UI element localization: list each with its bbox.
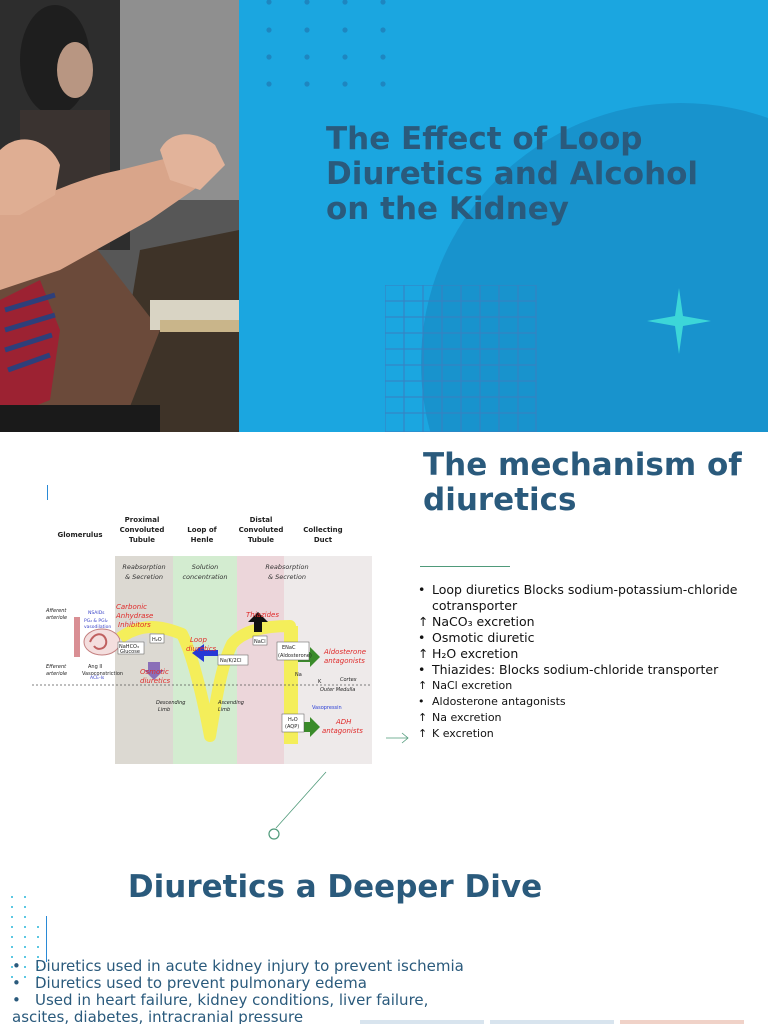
list-item: •Osmotic diuretic [418, 630, 535, 645]
classroom-photo [0, 0, 239, 432]
label-nacl: NaCl [254, 639, 266, 645]
connector-decoration [268, 771, 327, 840]
accent-bar [46, 916, 47, 962]
title-slide: The Effect of Loop Diuretics and Alcohol… [0, 0, 768, 432]
label-acei: ACE-Is [90, 675, 105, 681]
label-medulla: Outer Medulla [320, 687, 355, 693]
grid-lines-decoration [385, 285, 537, 432]
list-item: ↑NaCO₃ excretion [418, 614, 535, 629]
list-item: •Thiazides: Blocks sodium-chloride trans… [418, 662, 719, 677]
list-item: ↑Na excretion [418, 711, 502, 724]
list-item: •Loop diuretics Blocks sodium-potassium-… [418, 582, 738, 613]
label-nahco3: NaHCO₃ [119, 644, 139, 650]
list-item: •Used in heart failure, kidney condition… [12, 991, 429, 1009]
header-glomerulus: Glomerulus [58, 531, 103, 539]
zone-label-reabsorption-1: Reabsorption& Secretion [122, 563, 165, 581]
loop-arrow [192, 644, 218, 662]
svg-text:H₂O: H₂O [288, 717, 298, 723]
osmotic-arrow [144, 662, 164, 680]
mechanism-title: The mechanism of diuretics [423, 447, 742, 518]
arrow-decoration [386, 732, 409, 744]
sparkle-icon [647, 288, 711, 354]
tubule-path [116, 620, 298, 742]
dot-grid-decoration [266, 0, 386, 87]
thumbnail-strip [620, 1020, 744, 1024]
label-nak2cl: Na/K/2Cl [220, 658, 242, 664]
label-aqp: (AQP) [285, 724, 299, 730]
label-cortex: Cortex [340, 677, 357, 683]
thiazide-arrow [248, 612, 268, 632]
mechanism-bullet-list: •Loop diuretics Blocks sodium-potassium-… [418, 582, 763, 742]
label-na: Na [295, 672, 302, 678]
list-item: ↑K excretion [418, 727, 494, 740]
thumbnail-strip [490, 1020, 614, 1024]
afferent-arteriole [74, 617, 80, 657]
list-item: ↑H₂O excretion [418, 646, 519, 661]
glomerulus-capsule [83, 628, 121, 656]
accent-bar [47, 485, 48, 500]
svg-text:(Aldosterone): (Aldosterone) [278, 653, 312, 659]
deeper-dive-title-text: Diuretics a Deeper Dive [127, 869, 543, 905]
title-underline [420, 566, 510, 567]
deeper-dive-title: Diuretics a Deeper Dive [120, 870, 550, 905]
svg-text:Glucose: Glucose [120, 649, 140, 655]
label-nsaids: NSAIDs [88, 610, 105, 616]
zone-proximal [115, 556, 173, 764]
list-item: ascites, diabetes, intracranial pressure [12, 1008, 304, 1024]
label-thiazides: Thiazides [246, 611, 279, 619]
list-item: •Diuretics used in acute kidney injury t… [12, 957, 464, 975]
title-panel: The Effect of Loop Diuretics and Alcohol… [239, 0, 768, 432]
deeper-dive-bullet-list: •Diuretics used in acute kidney injury t… [12, 958, 572, 1024]
label-h2o: H₂O [152, 637, 162, 643]
list-item: •Diuretics used to prevent pulmonary ede… [12, 974, 367, 992]
list-item: •Aldosterone antagonists [418, 695, 566, 708]
presentation-title: The Effect of Loop Diuretics and Alcohol… [326, 121, 699, 227]
dot-column-decoration [11, 896, 39, 978]
classroom-photo-illustration [0, 0, 239, 432]
label-enac: ENaC [282, 645, 296, 651]
label-k: K [318, 679, 322, 685]
list-item: ↑NaCl excretion [418, 679, 513, 692]
adh-arrow [300, 717, 320, 737]
zone-label-reabsorption-2: Reabsorption& Secretion [265, 563, 308, 581]
deeper-dive-slide: Diuretics a Deeper Dive •Diuretics used … [0, 862, 768, 1024]
thumbnail-strip [360, 1020, 484, 1024]
label-vasopressin: Vasopressin [312, 705, 342, 711]
